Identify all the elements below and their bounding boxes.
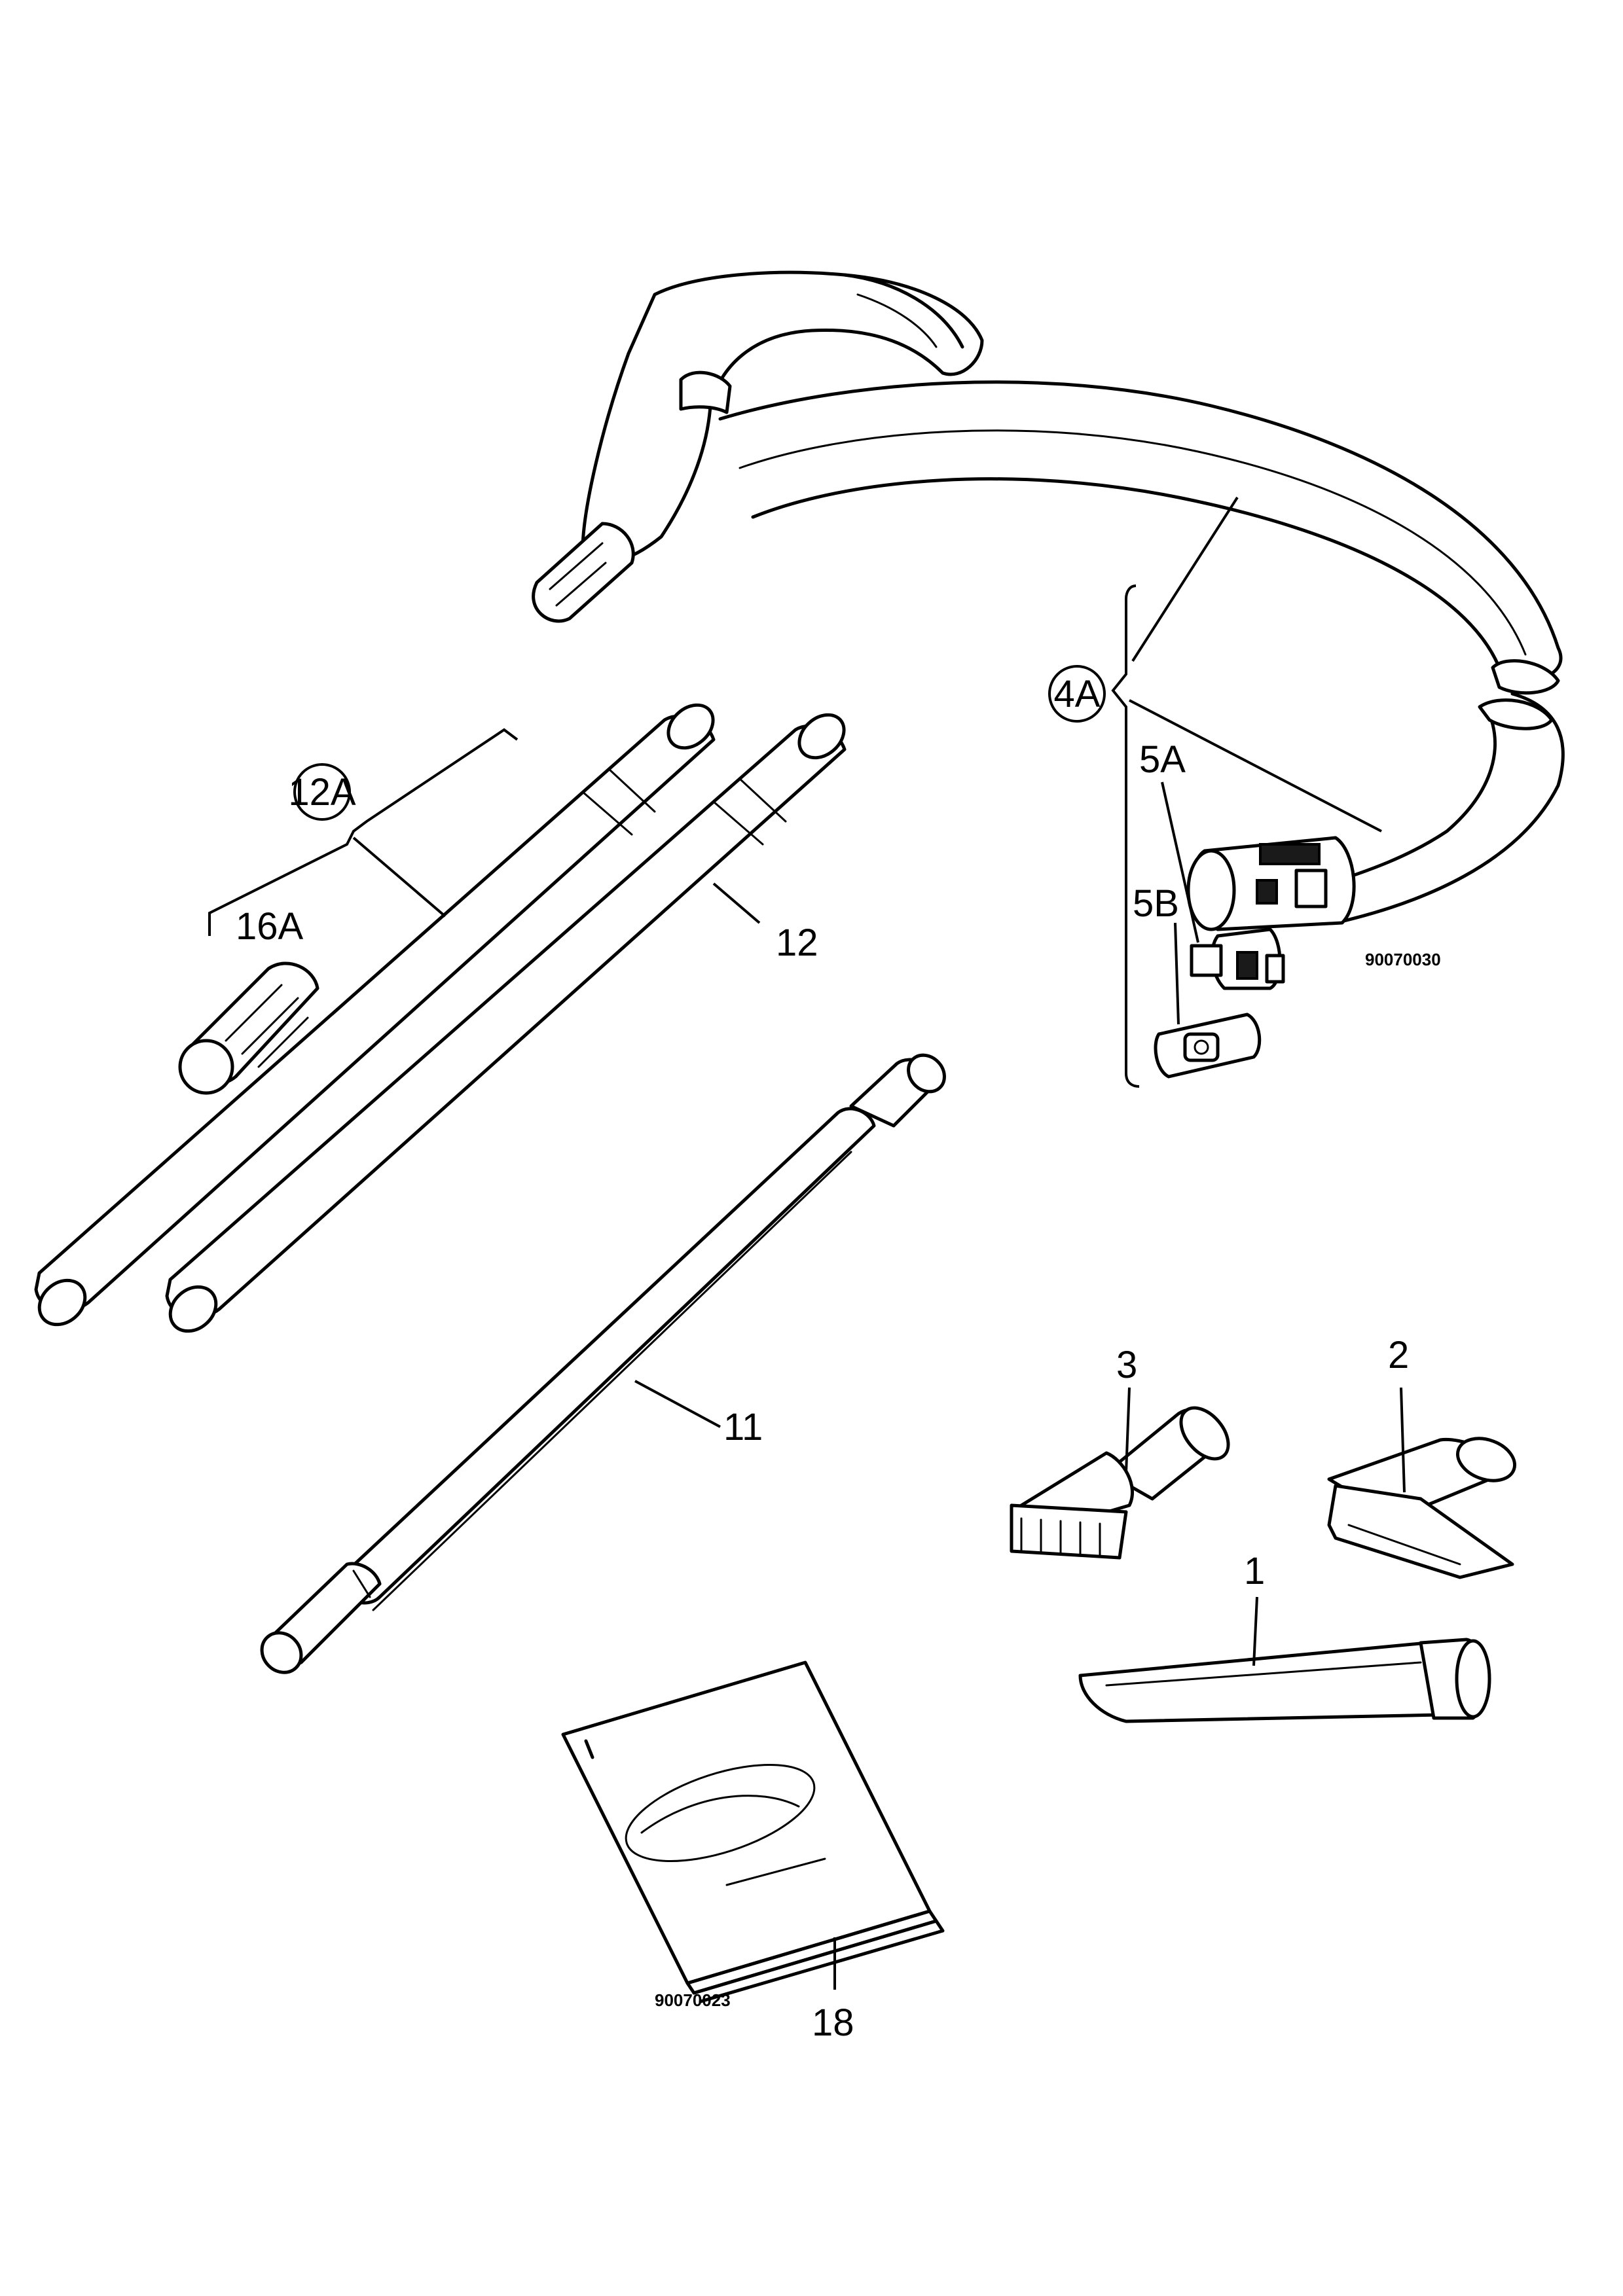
- label-2: 2: [1388, 1334, 1409, 1376]
- leader-1: [1252, 1596, 1258, 1666]
- tube-12: [165, 713, 847, 1333]
- hose-handle: [532, 270, 984, 623]
- drawing-code-manual: 90070023: [655, 1990, 731, 2010]
- upholstery-nozzle-2: [1327, 1437, 1517, 1579]
- label-18: 18: [812, 2001, 854, 2044]
- instruction-manual-18: [561, 1660, 945, 2003]
- telescopic-tube-11: [260, 1053, 946, 1674]
- leader-11: [634, 1380, 721, 1428]
- tube-12a-left: [34, 703, 716, 1327]
- drawing-code-hose: 90070030: [1365, 950, 1441, 969]
- bracket-12a: [208, 728, 519, 936]
- label-11: 11: [723, 1406, 763, 1448]
- label-4a: 4A: [1054, 673, 1101, 715]
- dusting-brush-3: [1010, 1406, 1230, 1560]
- label-5a: 5A: [1139, 738, 1186, 781]
- label-1: 1: [1244, 1550, 1265, 1592]
- leader-2: [1400, 1387, 1406, 1493]
- label-12a: 12A: [288, 771, 356, 814]
- label-3: 3: [1116, 1344, 1137, 1386]
- leader-5a: [1161, 781, 1199, 943]
- leader-5b: [1174, 922, 1180, 1025]
- label-16a: 16A: [236, 905, 304, 948]
- leader-3: [1125, 1387, 1131, 1473]
- bracket-4a: [1111, 496, 1382, 1088]
- label-12: 12: [776, 922, 818, 964]
- hose-coupling: [1186, 836, 1356, 931]
- part-4a-label: 4A: [1048, 665, 1106, 723]
- coupling-sleeve-16a: [178, 961, 319, 1095]
- label-5b: 5B: [1133, 882, 1179, 925]
- cover-5b: [1154, 1013, 1262, 1079]
- crevice-tool-1: [1078, 1638, 1491, 1723]
- part-12a-label: 12A: [288, 763, 356, 821]
- corrugated-hose: [718, 380, 1565, 925]
- leader-lines: [634, 781, 1406, 1990]
- switch-5a: [1190, 927, 1285, 990]
- leader-12: [712, 882, 761, 924]
